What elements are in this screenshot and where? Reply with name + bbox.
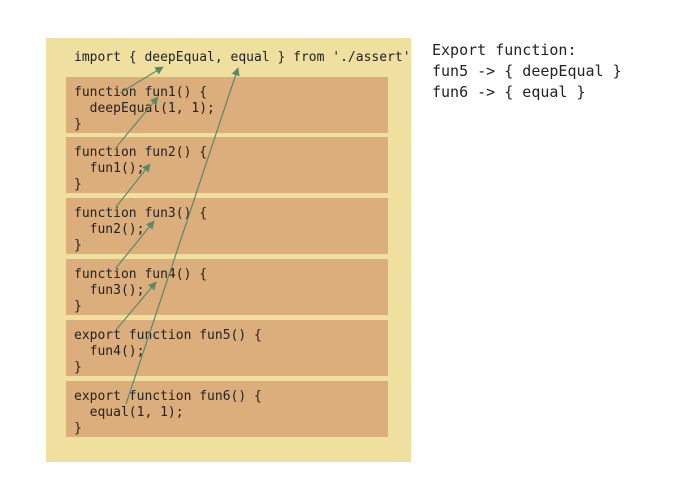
code-line: fun1();	[74, 161, 145, 176]
export-summary: Export function: fun5 -> { deepEqual } f…	[432, 40, 622, 103]
function-block-fun4: function fun4() { fun3(); }	[66, 259, 388, 315]
arrow-fun4-to-fun3	[115, 220, 155, 269]
arrow-fun2-to-fun1	[117, 96, 159, 146]
function-block-fun5: export function fun5() { fun4(); }	[66, 320, 388, 376]
import-statement: import { deepEqual, equal } from './asse…	[74, 50, 411, 65]
arrow-fun3-to-fun2	[115, 163, 151, 208]
code-line: }	[74, 360, 82, 375]
code-line: deepEqual(1, 1);	[74, 101, 215, 116]
function-block-fun1: function fun1() { deepEqual(1, 1); }	[66, 77, 388, 133]
arrow-fun5-to-fun4	[115, 281, 157, 331]
export-fun6: fun6 -> { equal }	[432, 83, 586, 101]
code-line: fun3();	[74, 283, 145, 298]
export-fun5: fun5 -> { deepEqual }	[432, 62, 622, 80]
arrow-fun1-to-deepEqual	[119, 66, 164, 94]
code-line: function fun1() {	[74, 85, 208, 100]
code-line: }	[74, 299, 82, 314]
code-line: equal(1, 1);	[74, 405, 184, 420]
export-heading: Export function:	[432, 41, 577, 59]
code-line: fun4();	[74, 344, 145, 359]
code-line: export function fun6() {	[74, 389, 262, 404]
code-line: }	[74, 117, 82, 132]
function-block-fun2: function fun2() { fun1(); }	[66, 137, 388, 193]
code-line: }	[74, 238, 82, 253]
code-line: function fun2() {	[74, 145, 208, 160]
function-block-fun3: function fun3() { fun2(); }	[66, 198, 388, 254]
code-line: }	[74, 421, 82, 436]
code-line: function fun3() {	[74, 206, 208, 221]
arrow-fun6-to-equal	[125, 67, 240, 405]
code-line: }	[74, 177, 82, 192]
code-line: function fun4() {	[74, 267, 208, 282]
function-block-fun6: export function fun6() { equal(1, 1); }	[66, 381, 388, 437]
code-line: fun2();	[74, 222, 145, 237]
code-line: export function fun5() {	[74, 328, 262, 343]
